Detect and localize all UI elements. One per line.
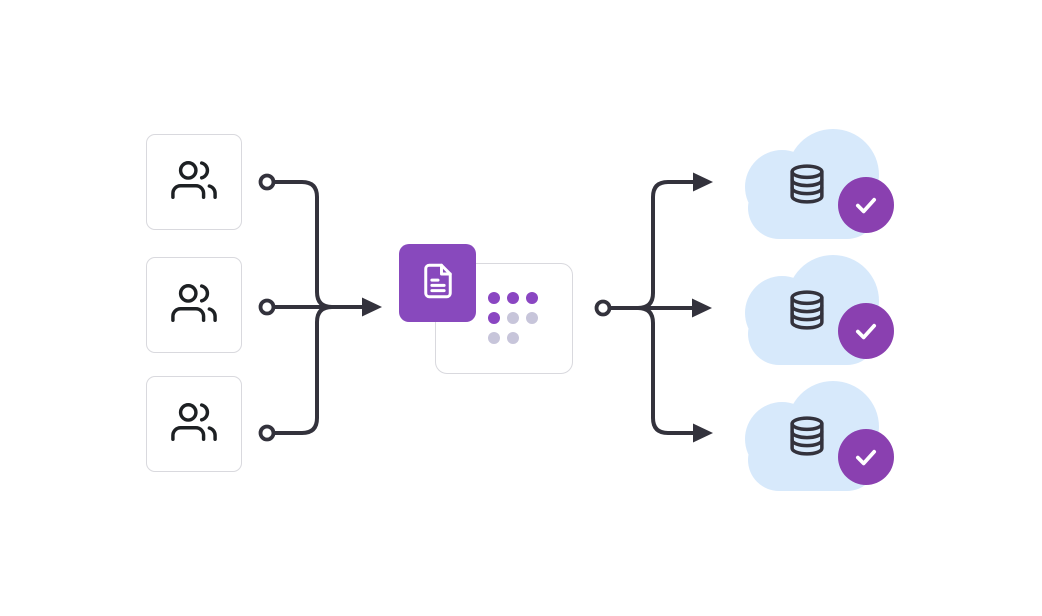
database-icon [786, 162, 828, 211]
progress-dot-on [507, 292, 519, 304]
progress-dot-on [488, 292, 500, 304]
output-cloud-db-3 [740, 377, 894, 494]
check-icon [855, 449, 877, 466]
database-icon [786, 414, 828, 463]
status-badge [838, 303, 894, 359]
progress-dot-dim [507, 332, 519, 344]
left-merge-connector [258, 173, 382, 442]
connector-origin-dot [258, 424, 276, 442]
connector-origin-dot [258, 298, 276, 316]
users-icon [171, 157, 217, 208]
progress-dot-dim [526, 312, 538, 324]
database-icon [786, 288, 828, 337]
progress-dot-off [526, 332, 538, 344]
arrowhead-icon [693, 423, 713, 443]
file-text-icon [417, 260, 459, 307]
users-icon [171, 399, 217, 450]
users-icon [171, 280, 217, 331]
arrowhead-icon [692, 298, 712, 318]
source-users-box-1 [146, 134, 242, 230]
arrowhead-icon [362, 297, 382, 317]
status-badge [838, 177, 894, 233]
progress-dot-dim [507, 312, 519, 324]
check-icon [855, 323, 877, 340]
status-badge [838, 429, 894, 485]
progress-dot-on [488, 312, 500, 324]
right-fanout-connector [594, 172, 713, 443]
document-tile [399, 244, 476, 322]
progress-dot-on [526, 292, 538, 304]
progress-dot-dim [488, 332, 500, 344]
connector-origin-dot [258, 173, 276, 191]
source-users-box-3 [146, 376, 242, 472]
progress-dots [488, 292, 538, 344]
arrowhead-icon [693, 172, 713, 192]
output-cloud-db-2 [740, 251, 894, 368]
output-cloud-db-1 [740, 125, 894, 242]
check-icon [855, 197, 877, 214]
source-users-box-2 [146, 257, 242, 353]
connector-origin-dot [594, 299, 612, 317]
